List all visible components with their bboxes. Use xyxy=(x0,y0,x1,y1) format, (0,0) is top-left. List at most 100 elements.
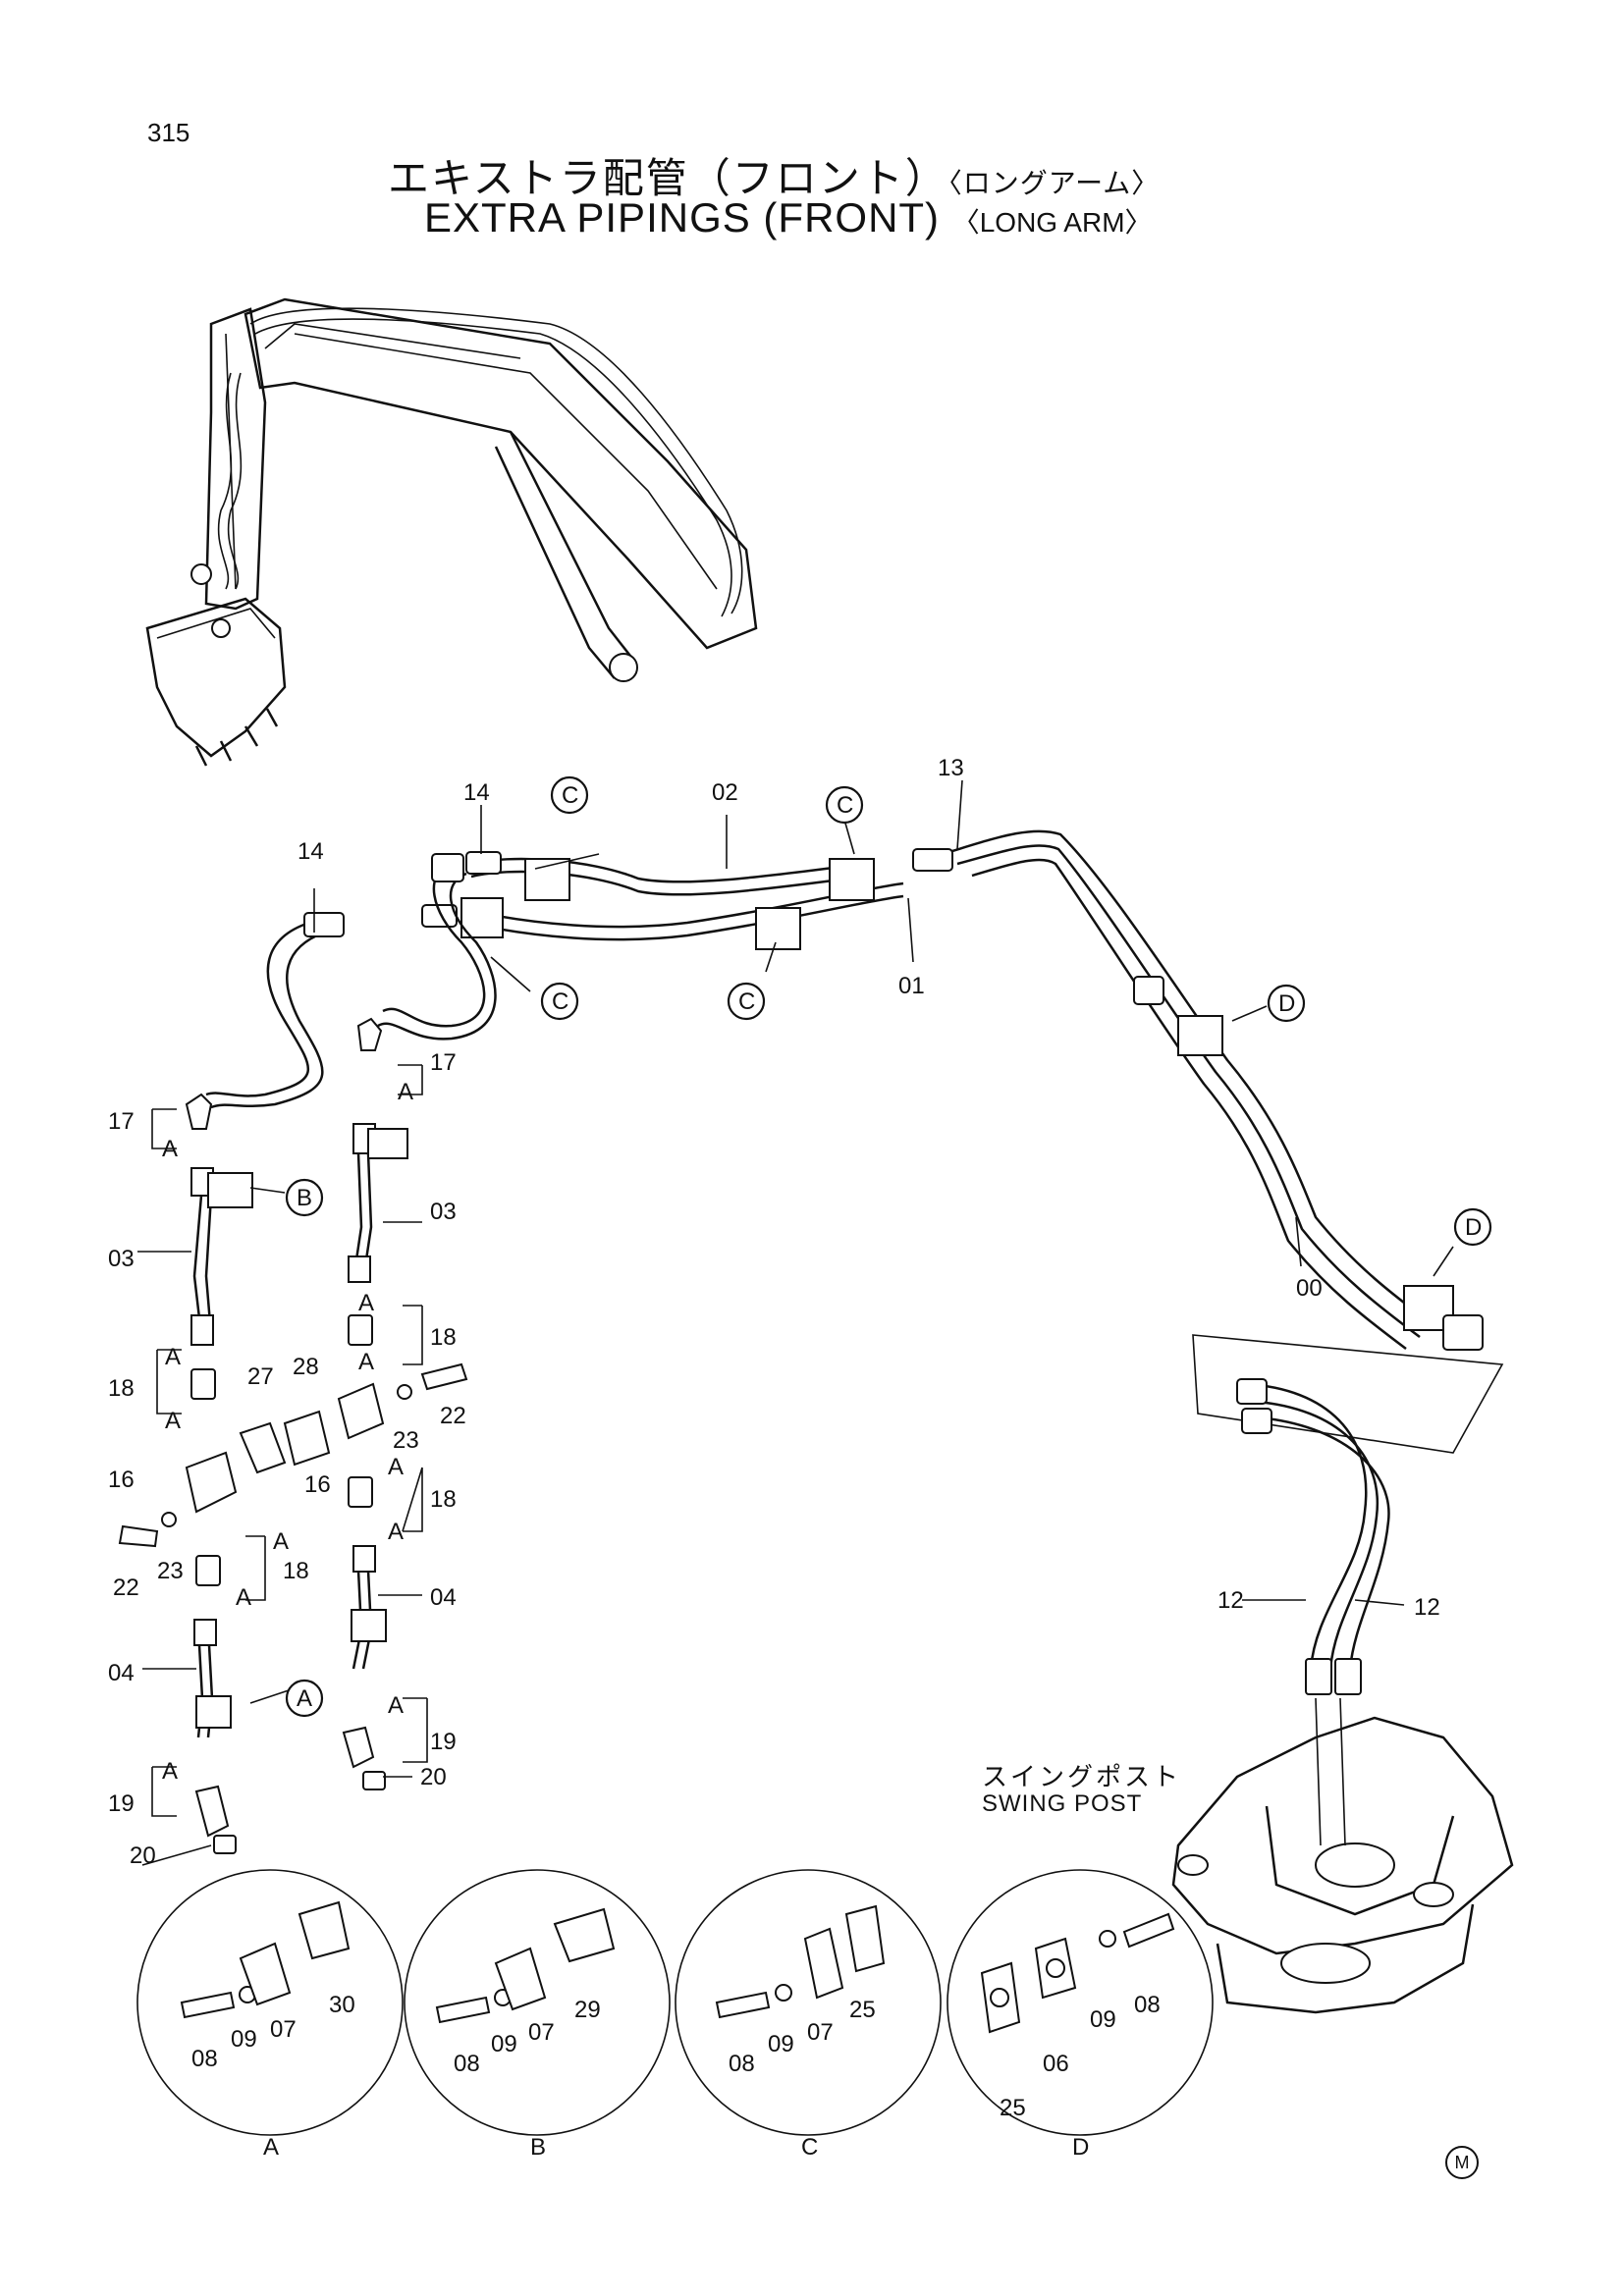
label-a-18-7: A xyxy=(273,1528,289,1555)
detail-d: 25 06 09 08 D xyxy=(947,1869,1214,2161)
label-a-19-right: A xyxy=(388,1692,404,1719)
detail-b-label-08: 08 xyxy=(454,2051,480,2077)
callout-b-label: B xyxy=(297,1185,312,1211)
label-19-left: 19 xyxy=(108,1790,135,1817)
label-04-left: 04 xyxy=(108,1660,135,1686)
detail-d-label-09: 09 xyxy=(1090,2006,1116,2033)
label-a-17-left: A xyxy=(162,1136,178,1162)
label-12-left: 12 xyxy=(1217,1587,1244,1614)
label-04-right: 04 xyxy=(430,1584,457,1611)
pipe-02 xyxy=(470,857,865,883)
label-16-left: 16 xyxy=(108,1467,135,1493)
block-16-right xyxy=(337,1382,385,1440)
label-01: 01 xyxy=(898,973,925,999)
label-20-left: 20 xyxy=(130,1842,156,1869)
detail-a-label-09: 09 xyxy=(231,2026,257,2053)
pipes-group xyxy=(421,829,1484,1351)
detail-c-label-09: 09 xyxy=(768,2031,794,2057)
detail-d-label-08: 08 xyxy=(1134,1992,1161,2018)
clamp-c-4 xyxy=(460,897,504,938)
label-22-left: 22 xyxy=(113,1575,139,1601)
cylinder-pin xyxy=(609,653,638,682)
label-a-19-left: A xyxy=(162,1758,178,1785)
label-14-upper: 14 xyxy=(463,779,490,806)
pipe-00 xyxy=(942,829,1434,1326)
label-03-left: 03 xyxy=(108,1246,135,1272)
detail-b-title: B xyxy=(530,2134,546,2161)
detail-c-title: C xyxy=(801,2134,818,2161)
hoses-14 xyxy=(205,853,497,1109)
label-23-right: 23 xyxy=(393,1427,419,1454)
label-23-left: 23 xyxy=(157,1558,184,1584)
callout-d-2-label: D xyxy=(1465,1214,1482,1241)
detail-d-title: D xyxy=(1072,2134,1089,2161)
label-19-right: 19 xyxy=(430,1729,457,1755)
callout-a-label: A xyxy=(297,1685,312,1712)
detail-b-label-07: 07 xyxy=(528,2019,555,2046)
detail-d-label-25: 25 xyxy=(1000,2095,1026,2121)
label-a-18-6: A xyxy=(388,1519,404,1545)
callout-c-1 xyxy=(550,775,589,815)
swing-post-label-en: SWING POST xyxy=(982,1790,1143,1817)
detail-c-label-08: 08 xyxy=(729,2051,755,2077)
callout-b xyxy=(285,1178,324,1217)
swing-post-illustration xyxy=(1171,1697,1514,2014)
label-20-right: 20 xyxy=(420,1764,447,1790)
label-18-left-1: 18 xyxy=(108,1375,135,1402)
title-jp: エキストラ配管（フロント）〈ロングアーム〉 xyxy=(388,145,1160,205)
swing-post-label-jp: スイングポスト xyxy=(982,1763,1182,1792)
clamp-a xyxy=(195,1695,232,1729)
m-mark: M xyxy=(1445,2146,1479,2179)
detail-b-label-29: 29 xyxy=(574,1997,601,2023)
page-number: 315 xyxy=(147,118,190,147)
label-00: 00 xyxy=(1296,1275,1323,1302)
hoses-12 xyxy=(1192,1334,1504,1695)
detail-c-label-07: 07 xyxy=(807,2019,834,2046)
title-jp-sub: 〈ロングアーム〉 xyxy=(947,167,1161,199)
title-en-main: EXTRA PIPINGS (FRONT) xyxy=(424,194,941,240)
detail-a-label-07: 07 xyxy=(270,2016,297,2043)
part-number-labels: 14 14 02 13 01 00 17 A 17 A 03 03 A 18 A… xyxy=(108,755,1440,1869)
label-a-17-right: A xyxy=(398,1079,413,1105)
label-03-right: 03 xyxy=(430,1199,457,1225)
detail-a-label-08: 08 xyxy=(191,2046,218,2072)
clamp-b xyxy=(207,1172,253,1208)
label-a-18-1: A xyxy=(358,1290,374,1316)
clamp-d-upper xyxy=(1177,1015,1223,1056)
detail-a-title: A xyxy=(263,2134,279,2161)
label-14-left: 14 xyxy=(298,838,324,865)
label-17-right: 17 xyxy=(430,1049,457,1076)
label-17-left: 17 xyxy=(108,1108,135,1135)
callout-d-1 xyxy=(1267,984,1306,1023)
label-a-18-3: A xyxy=(165,1344,181,1370)
left-assembly xyxy=(118,1017,468,1854)
detail-d-label-06: 06 xyxy=(1043,2051,1069,2077)
callout-c-1-label: C xyxy=(562,782,578,809)
label-18-right-1: 18 xyxy=(430,1324,457,1351)
clamp-c-2 xyxy=(829,858,875,901)
callout-c-4 xyxy=(727,982,766,1021)
label-a-18-2: A xyxy=(358,1349,374,1375)
label-02: 02 xyxy=(712,779,738,806)
detail-b: 08 09 07 29 B xyxy=(404,1869,671,2161)
clamp-c-3 xyxy=(755,907,801,950)
detail-a: 08 09 07 30 A xyxy=(136,1869,404,2161)
callout-c-2 xyxy=(825,785,864,825)
label-16-right: 16 xyxy=(304,1471,331,1498)
label-a-18-8: A xyxy=(236,1584,251,1611)
label-27: 27 xyxy=(247,1363,274,1390)
label-12-right: 12 xyxy=(1414,1594,1440,1621)
callout-d-2 xyxy=(1453,1207,1492,1247)
label-13: 13 xyxy=(938,755,964,781)
detail-a-label-30: 30 xyxy=(329,1992,355,2018)
callout-c-3 xyxy=(540,982,579,1021)
block-16-left xyxy=(185,1451,238,1514)
detail-c: 08 09 07 25 C xyxy=(675,1869,942,2161)
label-a-18-5: A xyxy=(388,1454,404,1480)
title-en-sub: 〈LONG ARM〉 xyxy=(951,207,1153,238)
callout-c-2-label: C xyxy=(837,792,853,819)
leader-lines xyxy=(137,779,1454,1866)
label-22-right: 22 xyxy=(440,1403,466,1429)
detail-c-label-25: 25 xyxy=(849,1997,876,2023)
